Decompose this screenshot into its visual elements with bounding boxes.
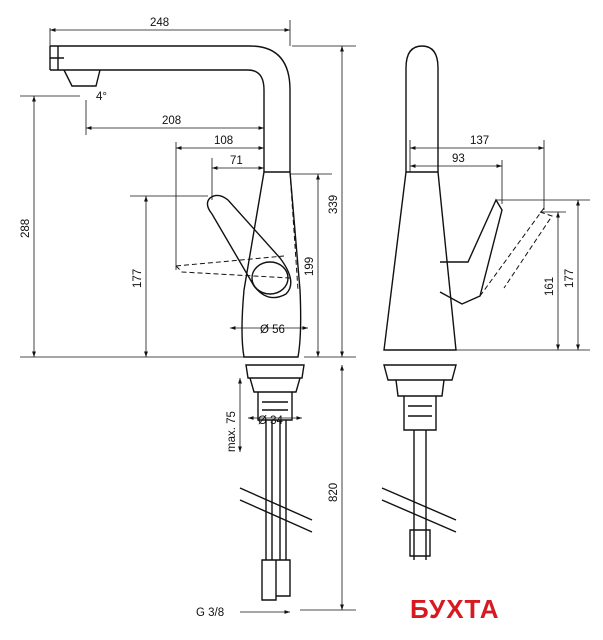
side-hose-break	[381, 487, 457, 533]
side-body	[383, 171, 457, 351]
side-spout	[405, 45, 439, 172]
dim-137: 137	[470, 135, 489, 147]
dim-thread: G 3/8	[196, 607, 224, 619]
dim-108: 108	[214, 135, 233, 147]
mounting-shank	[257, 392, 293, 421]
dim-diameter-34: Ø 34	[258, 415, 284, 427]
dim-820: 820	[328, 483, 340, 502]
side-hose-fittings	[409, 529, 431, 557]
side-hoses	[413, 430, 427, 560]
dim-diameter-56: Ø 56	[260, 324, 285, 336]
logo: БУХТА	[410, 594, 500, 624]
dim-339: 339	[328, 195, 340, 214]
dim-248: 248	[150, 17, 169, 29]
spout-tip	[49, 46, 101, 87]
dim-177-right: 177	[564, 269, 576, 288]
lever-hub	[251, 261, 289, 295]
side-lever-alt	[479, 207, 553, 297]
dim-288: 288	[20, 219, 32, 238]
dim-max-75: max. 75	[226, 411, 238, 452]
dim-93: 93	[452, 153, 465, 165]
dim-199: 199	[304, 257, 316, 276]
logo-text: БУХТА	[410, 594, 500, 624]
dimension-lines	[20, 20, 590, 614]
hoses	[265, 420, 287, 560]
lever	[206, 194, 292, 299]
dimension-labels: 248 4° 208 108 71 288 177 199 339 Ø 56 m…	[20, 17, 576, 619]
spout-outline	[50, 45, 291, 172]
dim-161: 161	[544, 277, 556, 296]
faucet-body	[241, 171, 302, 358]
base-plate	[245, 364, 305, 393]
lever-alt-position	[175, 171, 299, 291]
front-view	[49, 45, 313, 601]
dim-177-left: 177	[132, 269, 144, 288]
hose-break	[239, 487, 313, 533]
hose-fittings	[261, 559, 291, 601]
side-shank	[403, 396, 437, 431]
side-lever	[439, 198, 503, 305]
side-view	[381, 45, 553, 560]
dim-208: 208	[162, 115, 181, 127]
dim-71: 71	[230, 155, 243, 167]
dim-4-degrees: 4°	[96, 91, 107, 103]
side-base	[383, 364, 457, 397]
